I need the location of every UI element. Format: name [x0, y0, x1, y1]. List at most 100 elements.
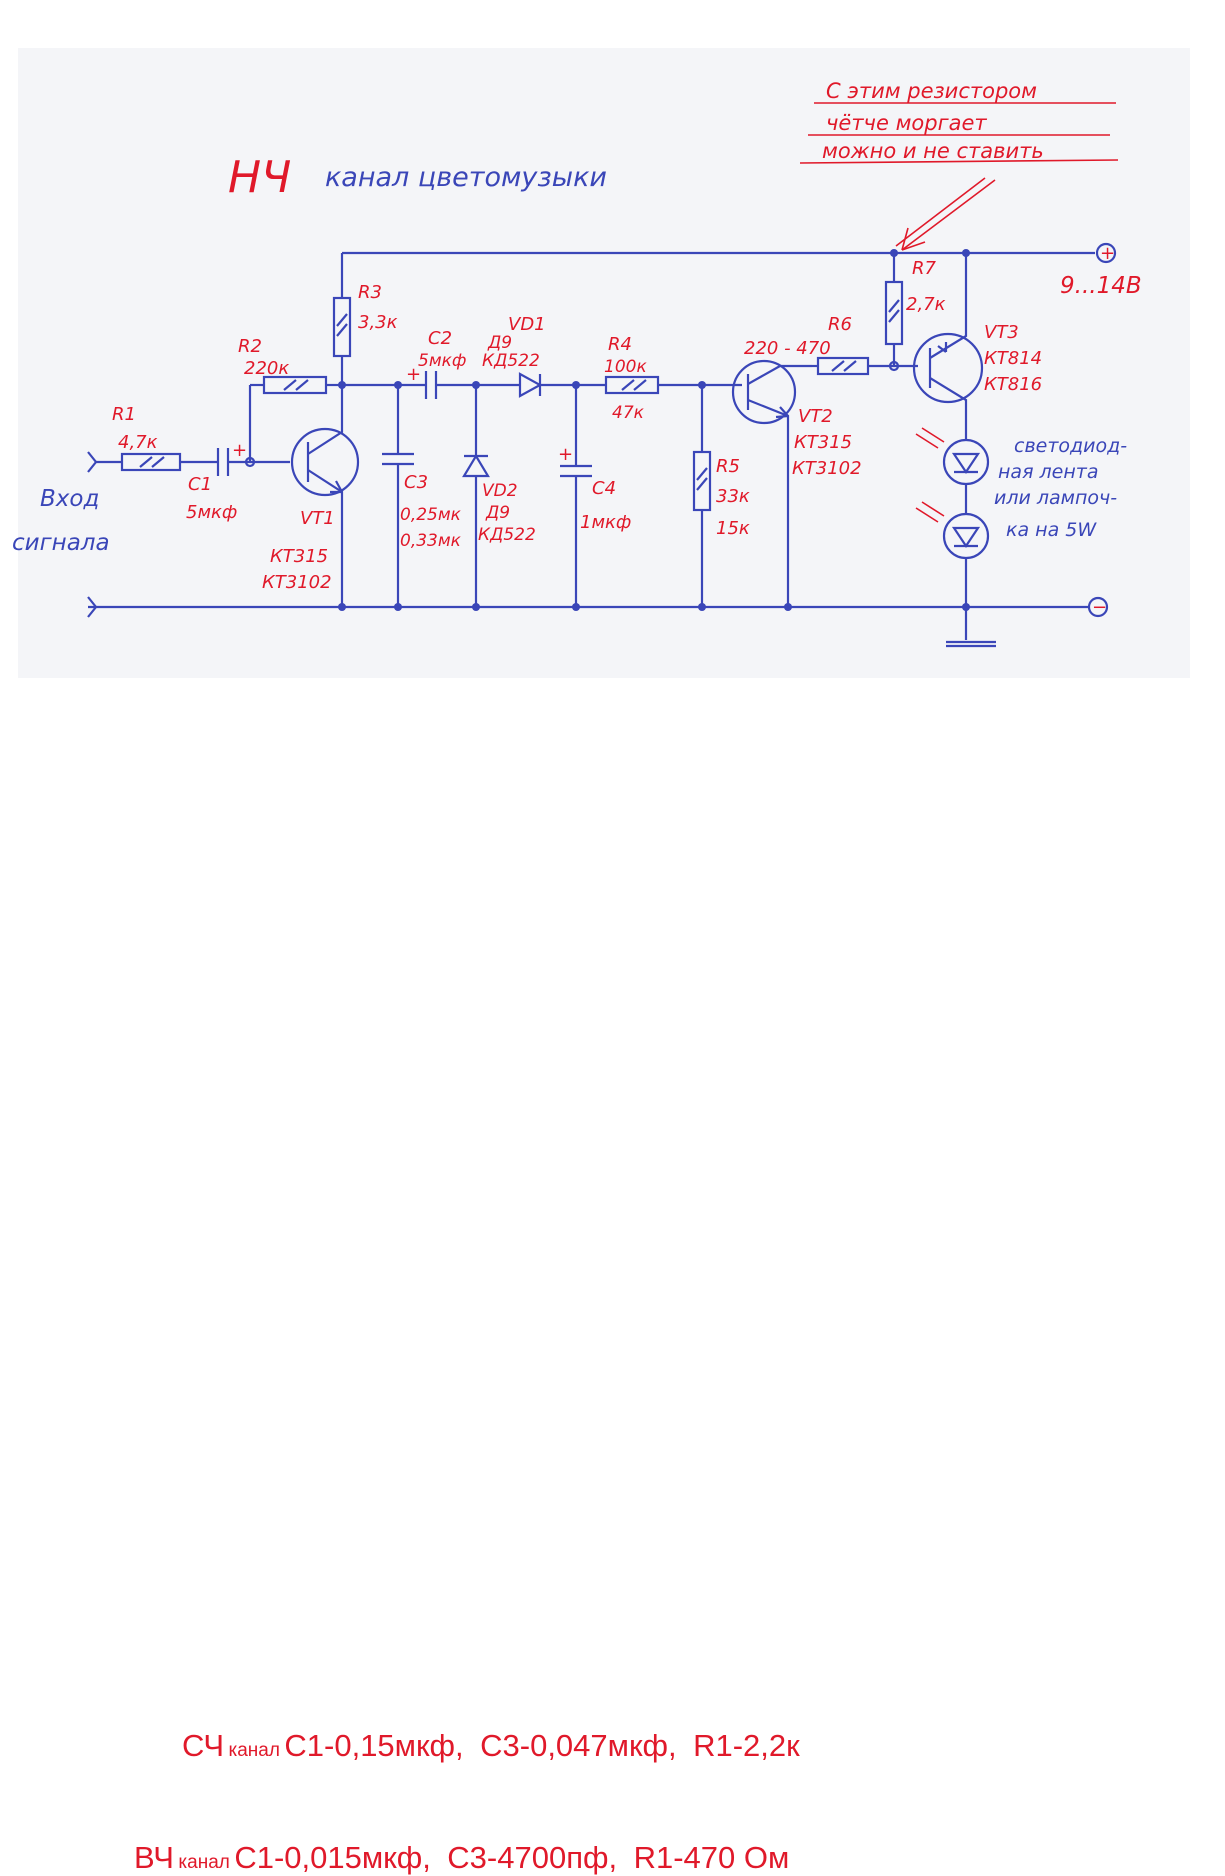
vd1-name: VD1: [508, 314, 546, 335]
c1-polarity: +: [232, 440, 247, 461]
load-label-line4: ка на 5W: [1006, 519, 1097, 541]
vd2-type: Д9: [485, 503, 510, 523]
vt3-name: VT3: [984, 322, 1019, 343]
load-label-line3: или лампоч-: [994, 487, 1117, 509]
r2-name: R2: [238, 336, 262, 357]
title-text: канал цветомузыки: [325, 162, 607, 193]
c3-alt: 0,33мк: [400, 531, 462, 551]
title-nch: НЧ: [228, 152, 291, 203]
annotation-line1: С этим резистором: [826, 79, 1037, 103]
note-sch-c3: С3-0,047мкф,: [480, 1728, 677, 1763]
note-sch-word: канал: [228, 1740, 280, 1761]
input-label-line1: Вход: [40, 486, 99, 512]
note-sch-band: СЧ: [182, 1728, 225, 1763]
note-vch-band: ВЧ: [134, 1840, 174, 1875]
resistor-r2-mark: [283, 379, 309, 391]
note-sch: СЧ канал С1-0,15мкф, С3-0,047мкф, R1-2,2…: [182, 1728, 800, 1764]
node-ground-r5: [698, 603, 706, 611]
annotation-line3: можно и не ставить: [822, 139, 1044, 163]
negative-sign: −: [1092, 597, 1107, 618]
note-vch-r1: R1-470 Ом: [633, 1840, 790, 1875]
vt3-alt: КТ816: [984, 374, 1042, 395]
node-ground-vd2: [472, 603, 480, 611]
annotation-box: С этим резистором чётче моргает можно и …: [799, 79, 1119, 251]
schematic-sheet: НЧ канал цветомузыки С этим резистором ч…: [12, 48, 1190, 1875]
transistor-vt1: [290, 427, 360, 497]
vt2-type: КТ315: [794, 432, 852, 453]
r1-name: R1: [112, 404, 136, 425]
annotation-arrow: [901, 179, 996, 251]
c1-name: C1: [188, 474, 212, 495]
annotation-arrow-stroke2: [895, 177, 986, 247]
input-label-line2: сигнала: [12, 530, 110, 556]
node-ground-vt1: [338, 603, 346, 611]
input-terminal-bottom: [87, 596, 98, 618]
r4-value: 100к: [604, 357, 647, 377]
r7-value: 2,7к: [906, 294, 946, 315]
resistor-r6-mark: [831, 360, 857, 372]
vt3-emitter: [929, 253, 968, 359]
annotation-underline3: [799, 159, 1119, 164]
c4-name: C4: [592, 478, 616, 499]
r2-value: 220к: [244, 358, 289, 379]
c3-value: 0,25мк: [400, 505, 462, 525]
led-1-triangle: [951, 452, 981, 474]
node-ground-c3: [394, 603, 402, 611]
diode-vd1: [518, 372, 543, 398]
led-2-triangle: [951, 526, 981, 548]
schematic-diagram: НЧ канал цветомузыки С этим резистором ч…: [12, 48, 1190, 678]
c1-value: 5мкф: [186, 502, 237, 523]
transistor-vt3: [912, 332, 984, 404]
r3-name: R3: [358, 282, 382, 303]
vt1-type: КТ315: [270, 546, 328, 567]
vt2-name: VT2: [798, 406, 833, 427]
vd1-type: Д9: [487, 333, 512, 353]
note-sch-c1: С1-0,15мкф,: [284, 1728, 464, 1763]
r7-name: R7: [912, 258, 937, 279]
r4-name: R4: [608, 334, 632, 355]
r6-name: R6: [828, 314, 852, 335]
negative-terminal: [1087, 596, 1109, 618]
r5-value: 33к: [716, 486, 750, 507]
node-ground-vt2: [784, 603, 792, 611]
led-2-rays: [915, 501, 945, 523]
load-label-line1: светодиод-: [1014, 435, 1127, 457]
vd2-name: VD2: [482, 481, 518, 501]
vt1-collector: [307, 385, 344, 455]
vt3-emitter-arrow: [937, 342, 948, 353]
node-ground-led: [962, 603, 970, 611]
vt2-collector: [747, 364, 812, 385]
vd1-alt: КД522: [482, 351, 540, 371]
resistor-r3-mark: [336, 313, 348, 337]
c4-polarity: +: [558, 444, 573, 465]
r4-alt: 47к: [612, 403, 645, 423]
note-vch-c3: С3-4700пф,: [447, 1840, 618, 1875]
paper-sheet: [18, 48, 1190, 678]
vt3-collector: [929, 377, 968, 440]
positive-sign: +: [1100, 243, 1115, 264]
vt2-emitter-arrow: [775, 406, 789, 419]
r5-name: R5: [716, 456, 740, 477]
r5-alt: 15к: [716, 518, 750, 539]
positive-terminal: [1095, 242, 1117, 264]
vd2-alt: КД522: [478, 525, 536, 545]
note-vch-word: канал: [178, 1852, 230, 1873]
annotation-line2: чётче моргает: [826, 111, 987, 135]
resistor-r5-mark: [696, 467, 708, 491]
note-sch-r1: R1-2,2к: [693, 1728, 800, 1763]
node-vt3-emitter: [962, 249, 970, 257]
load-label-line2: ная лента: [998, 461, 1099, 483]
note-vch-c1: С1-0,015мкф,: [234, 1840, 431, 1875]
vt1-alt: КТ3102: [262, 572, 332, 593]
supply-voltage-label: 9...14В: [1060, 273, 1142, 299]
c2-value: 5мкф: [418, 351, 466, 371]
resistor-r4-mark: [621, 379, 647, 391]
resistor-r7-mark: [888, 299, 900, 323]
resistor-r1-mark: [139, 456, 165, 468]
r1-value: 4,7к: [118, 432, 158, 453]
c3-name: C3: [404, 472, 428, 493]
transistor-vt2: [731, 359, 797, 425]
vt2-alt: КТ3102: [792, 458, 862, 479]
vt3-type: КТ814: [984, 348, 1042, 369]
vt1-emitter-arrow: [330, 480, 343, 494]
